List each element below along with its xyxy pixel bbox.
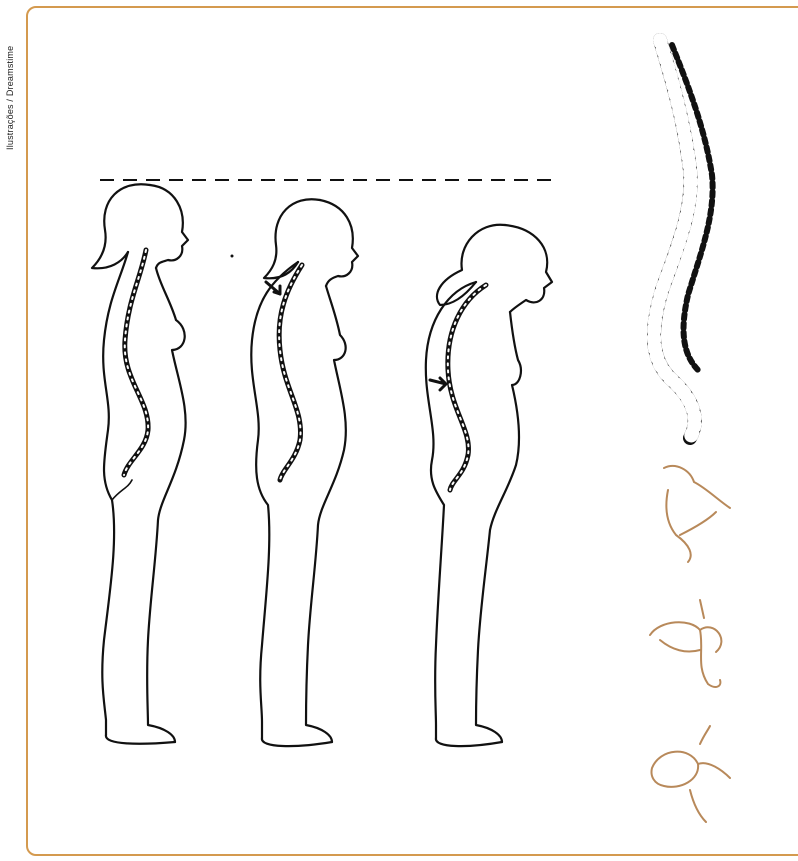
figure-3-hair	[437, 225, 505, 305]
vertebra-superior-view	[652, 726, 731, 822]
vertebra-lateral-view	[664, 466, 730, 562]
figure-1-face	[150, 185, 188, 268]
figure-1-back	[102, 252, 128, 735]
figure-1-front	[147, 268, 186, 742]
figure-severe-kyphosis	[426, 225, 552, 746]
vertebra-posterior-view	[650, 600, 721, 687]
figure-3-foot	[436, 738, 502, 746]
figure-2-face	[320, 200, 358, 286]
figure-2-back	[251, 262, 298, 738]
figure-2-foot	[262, 738, 332, 746]
figure-1-hair	[92, 184, 150, 268]
spinal-column	[654, 40, 713, 438]
stray-mark	[231, 255, 234, 258]
figure-mild-kyphosis	[251, 199, 358, 746]
figure-2-front	[306, 286, 346, 742]
spinal-column-segments	[654, 40, 695, 438]
figure-3-front	[476, 312, 521, 742]
figure-1-foot	[106, 735, 175, 744]
figure-3-arrow	[430, 378, 446, 390]
figure-3-face	[505, 225, 552, 312]
figure-3-spine-ticks	[448, 285, 486, 490]
figure-1-arm	[112, 480, 132, 500]
figure-normal-posture	[92, 184, 188, 744]
